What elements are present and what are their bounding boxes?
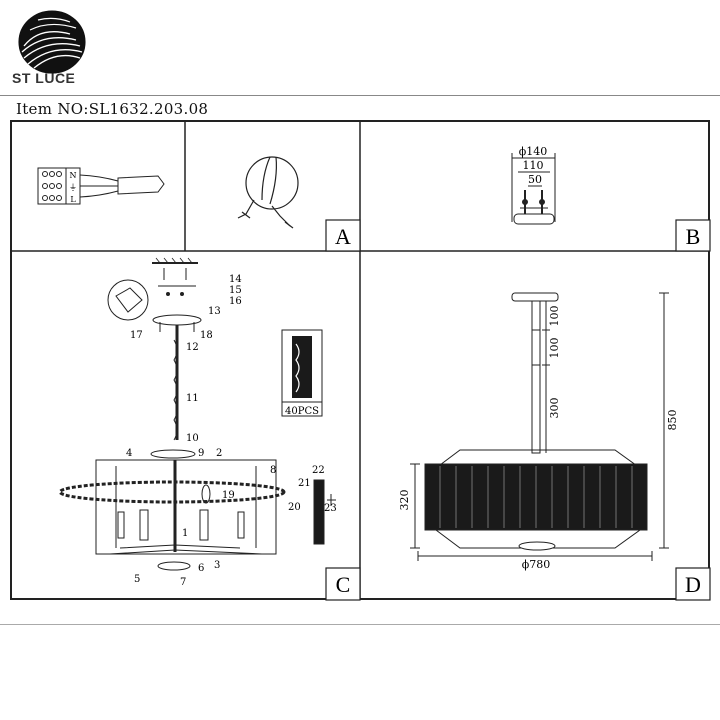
part-number: 14 bbox=[229, 274, 242, 285]
part-number: 4 bbox=[126, 448, 132, 459]
part-number: 16 bbox=[229, 296, 242, 307]
panel-a-connector-detail bbox=[237, 156, 299, 229]
b-dim-inner: 50 bbox=[528, 173, 542, 186]
part-number: 20 bbox=[288, 502, 301, 513]
d-dim-body-height: 320 bbox=[398, 490, 411, 511]
d-dim-rod-mid: 100 bbox=[548, 338, 561, 359]
crystal-pack-box: 40PCS bbox=[281, 329, 323, 417]
part-number: 18 bbox=[200, 330, 213, 341]
terminal-label-earth: ⏚ bbox=[69, 183, 77, 192]
panel-label-d: D bbox=[685, 572, 701, 597]
part-number: 11 bbox=[186, 393, 199, 404]
panel-label-a-box: A bbox=[325, 219, 361, 252]
panel-label-b-box: B bbox=[675, 219, 711, 252]
item-number: Item NO:SL1632.203.08 bbox=[16, 100, 209, 118]
part-number: 21 bbox=[298, 478, 311, 489]
panel-label-b: B bbox=[686, 224, 701, 249]
crystal-pack-count: 40PCS bbox=[285, 406, 319, 417]
part-number: 5 bbox=[134, 574, 140, 585]
panel-c-exploded-assembly bbox=[58, 257, 336, 571]
part-number: 10 bbox=[186, 433, 199, 444]
terminal-label-l: L bbox=[70, 195, 76, 204]
part-number: 17 bbox=[130, 330, 143, 341]
part-number: 3 bbox=[214, 560, 220, 571]
wiring-terminal-diagram bbox=[37, 167, 165, 205]
part-number: 1 bbox=[182, 528, 188, 539]
part-number: 13 bbox=[208, 306, 221, 317]
part-number: 23 bbox=[324, 503, 337, 514]
spiral-disc-logo-icon bbox=[18, 10, 86, 74]
part-number: 2 bbox=[216, 448, 222, 459]
part-number: 12 bbox=[186, 342, 199, 353]
footer-divider bbox=[0, 624, 720, 625]
terminal-label-n: N bbox=[70, 171, 77, 180]
b-dim-mid: 110 bbox=[523, 159, 544, 172]
brand-name: ST LUCE bbox=[12, 70, 76, 86]
b-dim-outer: ϕ140 bbox=[519, 145, 548, 158]
part-number: 15 bbox=[229, 285, 242, 296]
panel-label-c: C bbox=[336, 572, 351, 597]
panel-b-canopy-detail bbox=[511, 153, 556, 225]
part-number: 7 bbox=[180, 577, 186, 588]
d-dim-rod-main: 300 bbox=[548, 398, 561, 419]
part-number: 9 bbox=[198, 448, 204, 459]
header-divider bbox=[0, 95, 720, 96]
panel-d-dimension-drawing bbox=[410, 292, 669, 561]
panel-label-a: A bbox=[335, 224, 351, 249]
d-dim-diameter: ϕ780 bbox=[522, 558, 551, 571]
part-number-labels: 1 2 3 4 5 6 7 8 9 10 11 12 13 14 15 16 1… bbox=[126, 274, 337, 588]
d-dim-total-height: 850 bbox=[666, 410, 679, 431]
d-dim-rod-top: 100 bbox=[548, 306, 561, 327]
panel-label-d-box: D bbox=[675, 567, 711, 601]
part-number: 22 bbox=[312, 465, 325, 476]
part-number: 6 bbox=[198, 563, 204, 574]
part-number: 8 bbox=[270, 465, 276, 476]
panel-label-c-box: C bbox=[325, 567, 361, 601]
part-number: 19 bbox=[222, 490, 235, 501]
